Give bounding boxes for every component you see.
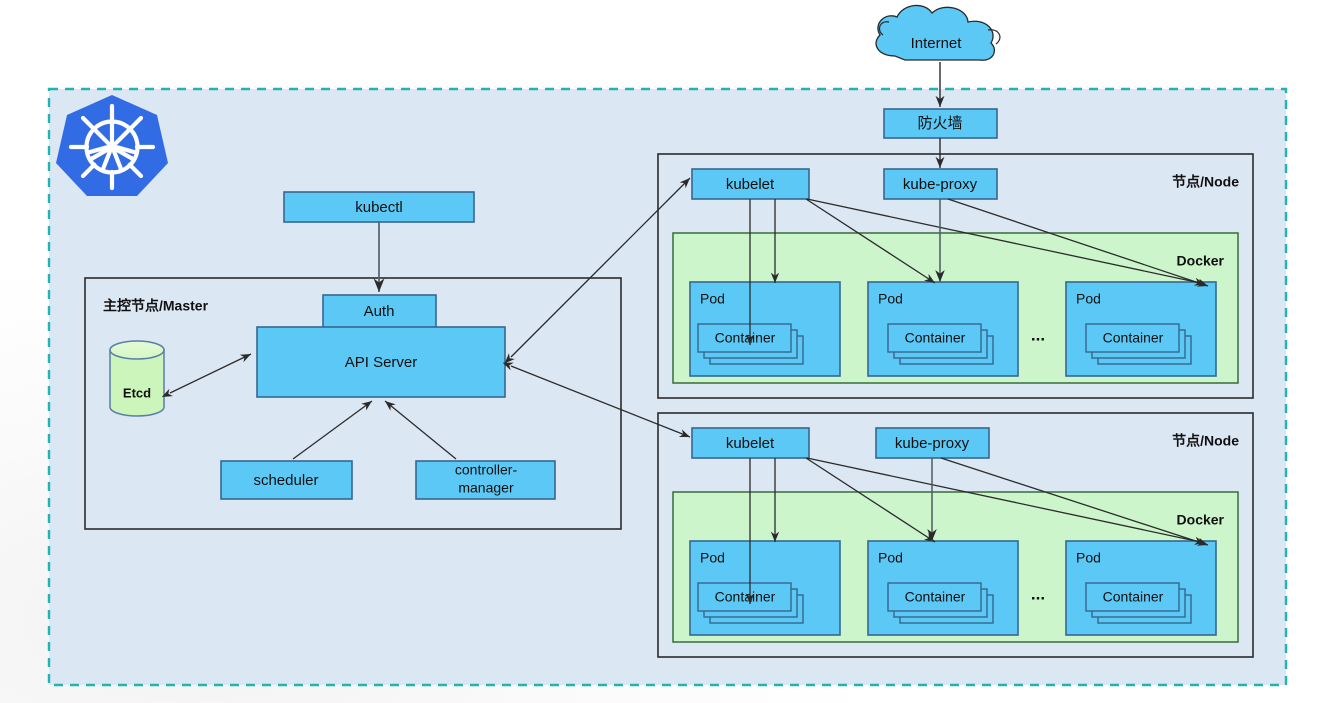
node-1-kubeproxy-box[interactable] (883, 168, 998, 200)
arrow-node-2-kubelet-pod3 (806, 457, 1206, 545)
etcd-label: Etcd (123, 385, 151, 400)
node-2-pod-3-container-box[interactable] (1085, 582, 1180, 612)
node-2-kubelet-label: kubelet (726, 435, 775, 452)
node-2-kubelet-box[interactable] (691, 427, 810, 459)
controller-manager-label-line2: manager (458, 480, 514, 496)
arrow-apiserver-kubelet-node2 (502, 362, 691, 438)
kubectl-box[interactable] (283, 191, 475, 223)
auth-label: Auth (364, 303, 395, 320)
node-1-pod-1-container-box[interactable] (697, 323, 792, 353)
node-1-ellipsis: ... (1031, 325, 1045, 344)
api-server-label: API Server (345, 354, 418, 371)
api-server-box[interactable] (256, 326, 506, 398)
node-1-pod-1-container-label: Container (715, 330, 776, 346)
node-1-pod-2-container-box[interactable] (887, 323, 982, 353)
node-1-kubelet-box[interactable] (691, 168, 810, 200)
node-2-pod-2-container-label: Container (905, 589, 966, 605)
arrow-node-2-kubelet-pod2 (805, 457, 936, 543)
node-1-title: 节点/Node (1172, 174, 1239, 190)
node-2-pod-3-container-label: Container (1103, 589, 1164, 605)
node-2-kubeproxy-label: kube-proxy (895, 435, 970, 452)
internet-cloud (875, 4, 1001, 61)
controller-manager-box[interactable] (415, 460, 556, 500)
scheduler-box[interactable] (220, 460, 353, 500)
node-2-pod-2-label: Pod (878, 550, 903, 566)
controller-manager-label-line1: controller- (455, 462, 518, 478)
arrow-apiserver-kubelet-node1 (504, 177, 691, 364)
node-2-pod-1-label: Pod (700, 550, 725, 566)
node-1-pod-2-label: Pod (878, 291, 903, 307)
node-1-pod-2-container-label: Container (905, 330, 966, 346)
node-2-title: 节点/Node (1172, 433, 1239, 449)
node-2-pod-3-label: Pod (1076, 550, 1101, 566)
node-1-pod-3-label: Pod (1076, 291, 1101, 307)
node-2-ellipsis: ... (1031, 584, 1045, 603)
node-1-kubeproxy-label: kube-proxy (903, 176, 978, 193)
kubernetes-logo-icon (56, 95, 168, 196)
node-1-pod-3-container-label: Container (1103, 330, 1164, 346)
internet-label: Internet (911, 35, 963, 52)
scheduler-label: scheduler (253, 472, 318, 489)
node-1-pod-1-label: Pod (700, 291, 725, 307)
node-1-pod-3-container-box[interactable] (1085, 323, 1180, 353)
arrow-node-1-kubelet-pod3 (806, 198, 1206, 286)
node-1-kubelet-label: kubelet (726, 176, 775, 193)
arrow-controllermanager-apiserver (384, 400, 457, 460)
node-2-pod-1-container-label: Container (715, 589, 776, 605)
kubectl-label: kubectl (355, 199, 403, 216)
etcd-cylinder[interactable] (109, 340, 165, 417)
master-node-title: 主控节点/Master (103, 298, 209, 314)
node-1-panel (657, 153, 1254, 399)
node-2-pod-2-container-box[interactable] (887, 582, 982, 612)
firewall-label: 防火墙 (917, 115, 962, 132)
node-1-docker-label: Docker (1177, 253, 1225, 269)
node-2-panel (657, 412, 1254, 658)
arrow-node-1-kubeproxy-pod3 (947, 198, 1209, 287)
arrow-node-2-kubeproxy-pod3 (940, 457, 1209, 546)
auth-box[interactable] (322, 294, 437, 330)
node-2-pod-1-container-box[interactable] (697, 582, 792, 612)
arrow-scheduler-apiserver (292, 400, 373, 460)
arrow-etcd-apiserver (161, 353, 252, 397)
node-2-docker-label: Docker (1177, 512, 1225, 528)
arrow-node-1-kubelet-pod2 (805, 198, 936, 284)
